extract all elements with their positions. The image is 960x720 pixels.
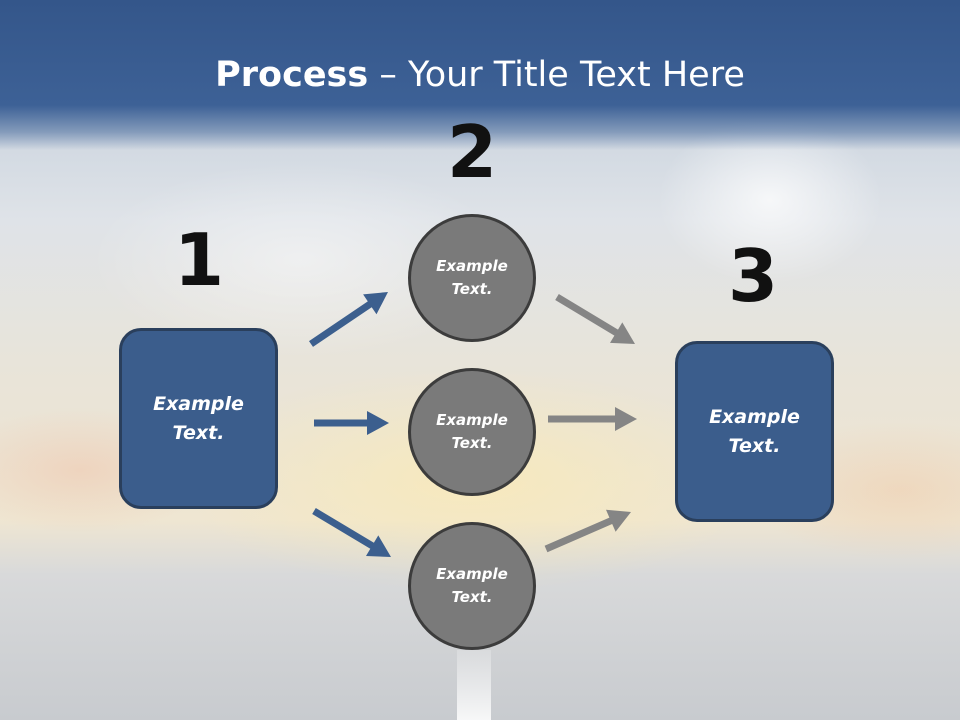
arrow-2-middle-to-3 [548, 407, 637, 431]
step-2-circle-top[interactable]: Example Text. [408, 214, 536, 342]
step-2-text-top: Example Text. [436, 257, 508, 298]
title-rest: – Your Title Text Here [368, 55, 745, 95]
slide-title: Process – Your Title Text Here [0, 52, 960, 98]
step-number-2: 2 [446, 110, 498, 194]
step-2-circle-bottom[interactable]: Example Text. [408, 522, 536, 650]
title-bold: Process [215, 55, 369, 95]
arrow-1-to-2-bottom [312, 508, 391, 557]
arrow-1-to-2-middle [314, 411, 389, 435]
step-1-text: Example Text. [153, 392, 244, 444]
step-2-text-bottom: Example Text. [436, 565, 508, 606]
header-band [0, 0, 960, 150]
arrow-2-top-to-3 [555, 294, 635, 344]
step-3-box[interactable]: Example Text. [675, 341, 834, 522]
step-number-3: 3 [727, 234, 779, 318]
step-1-box[interactable]: Example Text. [119, 328, 278, 509]
step-2-circle-middle[interactable]: Example Text. [408, 368, 536, 496]
road-center-line [457, 650, 491, 720]
arrow-1-to-2-top [309, 292, 388, 347]
step-number-1: 1 [173, 218, 225, 302]
step-3-text: Example Text. [709, 405, 800, 457]
step-2-text-middle: Example Text. [436, 411, 508, 452]
arrow-2-bottom-to-3 [544, 509, 631, 553]
